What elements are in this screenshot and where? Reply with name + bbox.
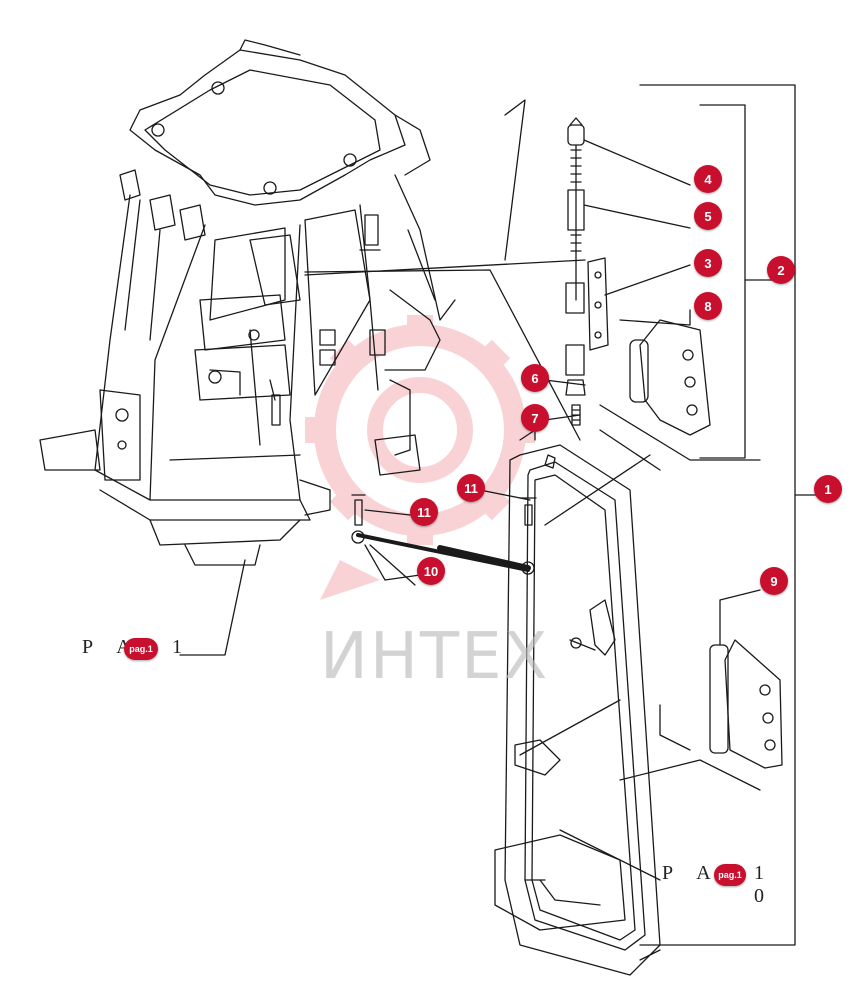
leader-lines (179, 99, 761, 961)
page-ref-cab-prefix: P A (82, 636, 141, 658)
callout-7[interactable]: 7 (521, 404, 549, 432)
page-ref-cab-suffix: 1 (172, 636, 192, 658)
hinge-pin-group (544, 117, 711, 436)
callout-9[interactable]: 9 (760, 567, 788, 595)
page-ref-cab-badge[interactable]: pag.1 (124, 638, 158, 660)
callout-4[interactable]: 4 (694, 165, 722, 193)
callout-10[interactable]: 10 (417, 557, 445, 585)
callout-2[interactable]: 2 (767, 256, 795, 284)
callout-5[interactable]: 5 (694, 202, 722, 230)
callout-11-right[interactable]: 11 (457, 474, 485, 502)
page-ref-door[interactable]: P A pag.1 1 0 (662, 862, 802, 907)
page-ref-door-badge[interactable]: pag.1 (714, 864, 746, 886)
group-brackets (639, 84, 821, 946)
callout-3[interactable]: 3 (694, 249, 722, 277)
lower-hinge (709, 589, 783, 769)
callout-1[interactable]: 1 (814, 475, 842, 503)
door-panel (494, 444, 761, 976)
watermark-text: ИНТЕХ (320, 620, 550, 694)
callout-11-left[interactable]: 11 (410, 498, 438, 526)
gas-strut (351, 489, 537, 586)
cab-assembly (39, 39, 456, 566)
gear-logo-icon (305, 315, 535, 600)
callout-8[interactable]: 8 (694, 292, 722, 320)
callout-6[interactable]: 6 (521, 364, 549, 392)
page-ref-door-prefix: P A (662, 862, 721, 884)
page-ref-door-suffix: 1 0 (754, 862, 774, 907)
page-ref-cab[interactable]: P A pag.1 1 (82, 636, 192, 664)
